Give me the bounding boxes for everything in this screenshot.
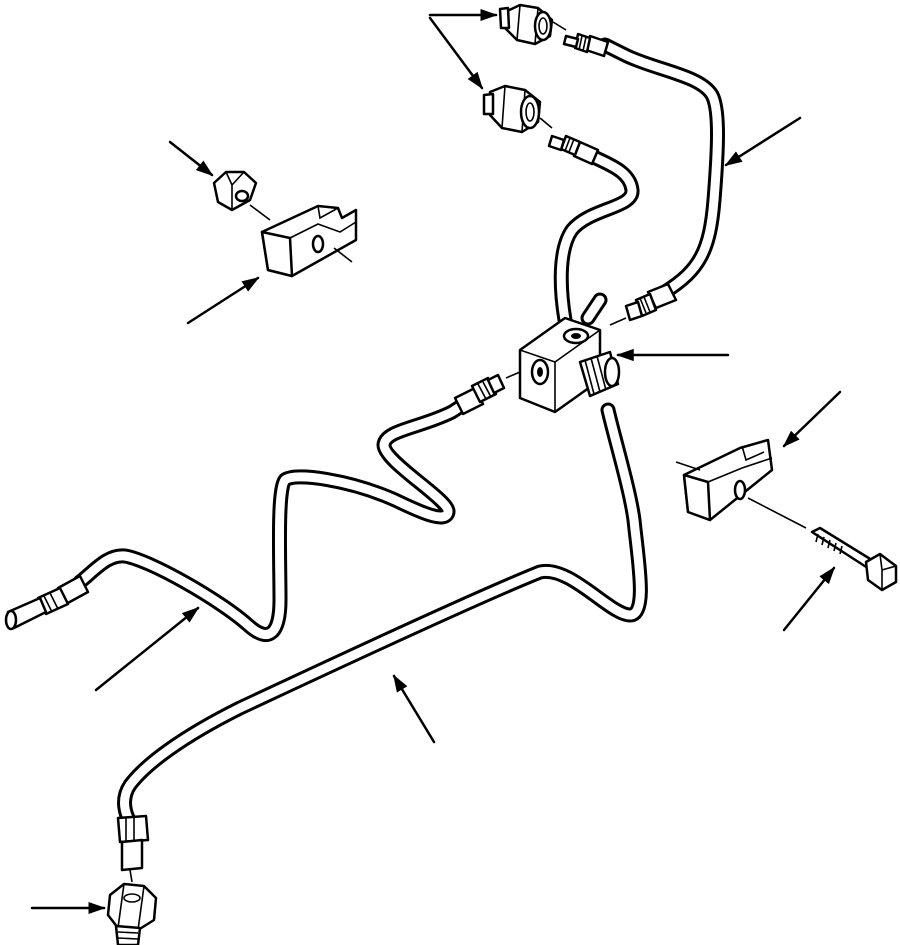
callout-arrows xyxy=(30,8,842,915)
callout-arrow-bolt xyxy=(782,566,836,632)
callout-arrow-hex-nut xyxy=(168,140,214,177)
tube-lower xyxy=(117,402,648,830)
tube-flare-fitting-right xyxy=(624,282,678,322)
clip-left xyxy=(260,204,358,278)
callout-arrow-clip-left xyxy=(186,276,260,325)
tube-flare-fitting-bottom xyxy=(116,814,150,872)
callout-arrow-second-nut xyxy=(428,16,484,90)
callout-arrow-tube-left xyxy=(94,606,200,692)
tee-block xyxy=(518,316,621,414)
tube-left-long xyxy=(72,387,486,642)
hex-nut xyxy=(212,170,258,212)
tube-flare-fitting-second xyxy=(547,134,600,166)
assembly-centerlines xyxy=(129,21,807,883)
fitting-second-nut xyxy=(482,84,542,134)
callout-arrow-tube-upper-right xyxy=(724,116,802,167)
clip-right xyxy=(682,438,774,522)
callout-arrow-clip-right xyxy=(782,390,842,448)
bolt xyxy=(810,526,898,592)
tube-flare-fitting-top xyxy=(562,32,610,58)
callout-arrow-tube-lower xyxy=(392,674,436,744)
fitting-top-nut xyxy=(498,3,554,46)
tube-flare-fitting-left-end xyxy=(4,574,90,631)
tube-flare-fitting-tee-left xyxy=(453,373,506,416)
tube-upper-right xyxy=(597,37,725,300)
tube-upper-left xyxy=(553,150,640,328)
fitting-bottom-nut xyxy=(106,882,158,945)
